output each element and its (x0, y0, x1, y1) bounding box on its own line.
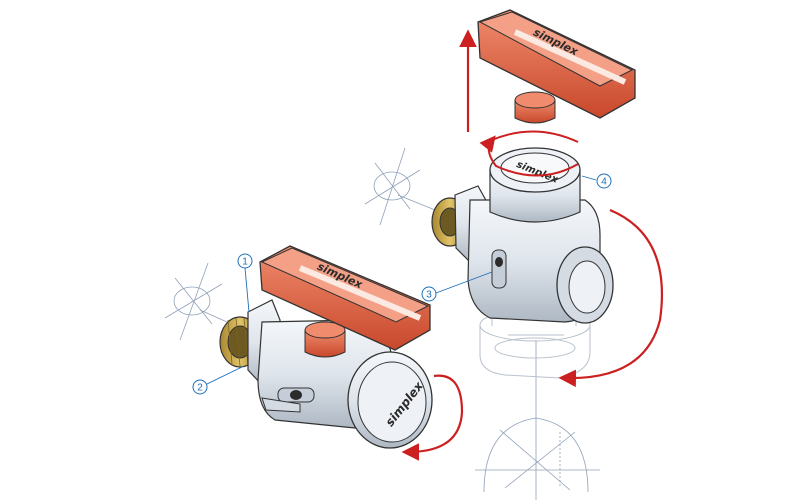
axis-crosshair-icon (364, 147, 441, 226)
callout-3-label: 3 (426, 290, 432, 301)
right-ball-valve: simplex simplex (431, 9, 636, 324)
left-ball-valve: simplex simplex (219, 245, 433, 449)
right-valve-window (491, 249, 507, 289)
callout-3: 3 (421, 271, 493, 302)
left-valve-handle: simplex (259, 245, 431, 351)
rotate-arrow-icon (401, 374, 464, 461)
callout-2: 2 (192, 365, 245, 395)
left-valve-cap: simplex (347, 351, 433, 449)
callout-4-label: 4 (601, 177, 607, 188)
callout-2-label: 2 (197, 383, 203, 394)
callout-1-label: 1 (242, 257, 248, 268)
right-valve-handle: simplex (477, 9, 636, 119)
callout-1: 1 (237, 253, 253, 313)
callout-4: 4 (581, 173, 612, 189)
rotate-arrow-icon (489, 131, 579, 177)
right-valve-cap: simplex (489, 147, 581, 223)
rotate-arrow-icon (558, 208, 664, 388)
